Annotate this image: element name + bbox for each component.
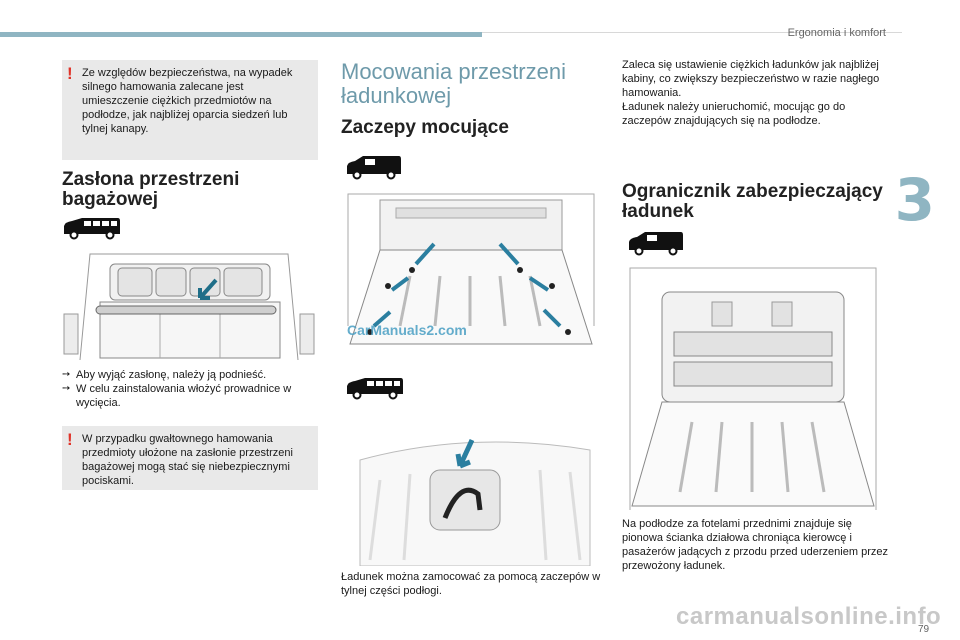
luggage-cover-illustration	[60, 244, 318, 360]
bullet-text: W celu zainstalowania włożyć prowadnice …	[76, 383, 292, 409]
anchor-caption: Ładunek można zamocować za pomocą zaczep…	[341, 571, 601, 597]
advice-paragraph: Ładunek należy unieruchomić, mocując go …	[622, 101, 846, 127]
bullet-item: ➙ W celu zainstalowania włożyć prowadnic…	[62, 382, 320, 410]
page-number: 79	[918, 624, 930, 635]
van-silhouette-icon	[347, 156, 401, 180]
van-silhouette-icon	[347, 378, 403, 400]
bullet-arrow-icon: ➙	[62, 383, 71, 394]
van-silhouette-icon	[629, 232, 683, 256]
heading-cargo-barrier: Ogranicznik zabezpieczający ładunek	[622, 181, 883, 222]
site-watermark: carmanualsonline.info	[676, 603, 942, 630]
exclamation-icon: !	[67, 64, 73, 83]
safety-warning-text: Ze względów bezpieczeństwa, na wypadek s…	[82, 67, 293, 135]
projectile-warning-text: W przypadku gwałtownego hamowania przedm…	[82, 433, 293, 487]
bullet-item: ➙ Aby wyjąć zasłonę, należy ją podnieść.	[62, 368, 320, 382]
advice-paragraph: Zaleca się ustawienie ciężkich ładunków …	[622, 59, 880, 99]
heading-anchor-points: Zaczepy mocujące	[341, 117, 509, 138]
chapter-number: 3	[894, 166, 935, 234]
rear-floor-anchor-illustration	[340, 410, 602, 566]
main-title: Mocowania przestrzeni ładunkowej	[341, 59, 566, 108]
projectile-warning-box: ! W przypadku gwałtownego hamowania prze…	[62, 426, 318, 490]
bullet-text: Aby wyjąć zasłonę, należy ją podnieść.	[76, 369, 267, 381]
cargo-floor-anchors-illustration	[340, 186, 602, 362]
cargo-barrier-illustration	[622, 262, 884, 510]
exclamation-icon: !	[67, 430, 73, 449]
section-title: Ergonomia i komfort	[787, 27, 886, 39]
header-rule	[482, 32, 902, 33]
luggage-cover-instructions: ➙ Aby wyjąć zasłonę, należy ją podnieść.…	[62, 368, 320, 410]
cargo-barrier-caption: Na podłodze za fotelami przednimi znajdu…	[622, 518, 888, 572]
header-accent-bar	[0, 32, 482, 37]
heading-luggage-cover: Zasłona przestrzeni bagażowej	[62, 169, 240, 210]
figure-watermark: CarManuals2.com	[347, 322, 467, 338]
safety-warning-box: ! Ze względów bezpieczeństwa, na wypadek…	[62, 60, 318, 160]
heavy-load-advice: Zaleca się ustawienie ciężkich ładunków …	[622, 58, 888, 128]
van-silhouette-icon	[64, 218, 120, 240]
bullet-arrow-icon: ➙	[62, 369, 71, 380]
